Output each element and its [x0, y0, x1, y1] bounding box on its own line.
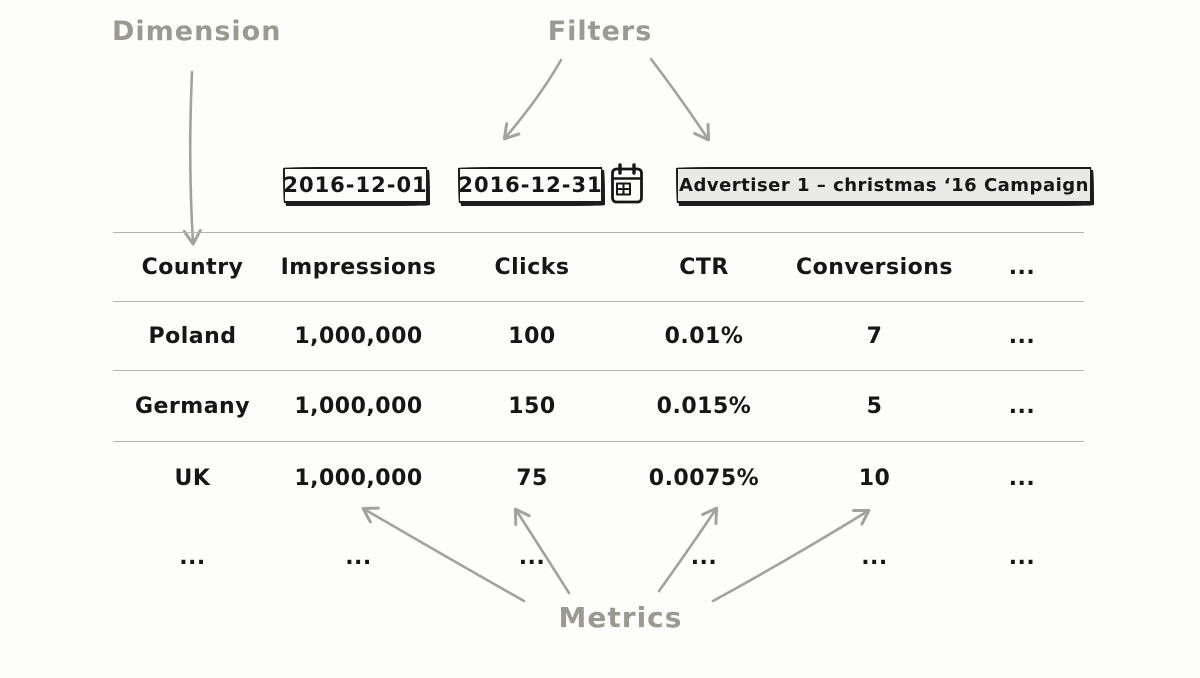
column-header-country: Country — [141, 254, 244, 280]
campaign-filter-value: Advertiser 1 – christmas ‘16 Campaign — [679, 174, 1089, 196]
cell-clicks: 150 — [508, 393, 556, 419]
filters-arrow-left — [502, 58, 563, 141]
table-header-row: Country Impressions Clicks CTR Conversio… — [113, 233, 1084, 302]
date-to-value: 2016-12-31 — [458, 173, 603, 197]
calendar-icon[interactable] — [608, 162, 646, 206]
column-header-more: ... — [1008, 254, 1036, 280]
table-row-poland: Poland 1,000,000 100 0.01% 7 ... — [113, 302, 1084, 371]
cell-ctr: 0.015% — [656, 393, 752, 419]
metrics-annotation-label: Metrics — [558, 601, 683, 634]
table-row-uk: UK 1,000,000 75 0.0075% 10 ... — [113, 442, 1084, 515]
cell-conversions: ... — [861, 545, 888, 570]
cell-ctr: 0.0075% — [648, 466, 760, 491]
cell-country: UK — [174, 466, 211, 491]
cell-conversions: 5 — [866, 393, 883, 419]
cell-clicks: 75 — [516, 466, 548, 491]
column-header-ctr: CTR — [679, 254, 729, 280]
date-from-input[interactable]: 2016-12-01 — [283, 167, 428, 203]
cell-impressions: 1,000,000 — [294, 323, 423, 349]
cell-clicks: 100 — [508, 323, 556, 349]
column-header-clicks: Clicks — [494, 254, 570, 280]
filters-arrow-right — [649, 57, 711, 142]
cell-country: Germany — [134, 393, 251, 419]
cell-country: Poland — [148, 323, 237, 349]
table-row-germany: Germany 1,000,000 150 0.015% 5 ... — [113, 371, 1084, 442]
cell-more: ... — [1008, 393, 1036, 419]
dimension-arrow — [182, 70, 202, 246]
table-row-ellipsis: ... ... ... ... ... ... — [113, 515, 1084, 600]
column-header-conversions: Conversions — [795, 254, 954, 280]
filters-annotation-label: Filters — [547, 16, 653, 47]
column-header-impressions: Impressions — [280, 254, 437, 280]
cell-country: ... — [179, 545, 206, 570]
date-to-input[interactable]: 2016-12-31 — [458, 167, 603, 203]
cell-more: ... — [1008, 545, 1036, 570]
report-table: Country Impressions Clicks CTR Conversio… — [113, 232, 1084, 600]
cell-conversions: 7 — [866, 323, 883, 349]
cell-conversions: 10 — [858, 466, 891, 491]
campaign-filter-select[interactable]: Advertiser 1 – christmas ‘16 Campaign — [676, 167, 1092, 203]
cell-impressions: 1,000,000 — [294, 466, 423, 491]
cell-ctr: ... — [690, 545, 718, 570]
cell-ctr: 0.01% — [664, 323, 744, 349]
cell-clicks: ... — [518, 545, 546, 570]
cell-impressions: 1,000,000 — [294, 393, 423, 419]
cell-impressions: ... — [345, 545, 372, 570]
cell-more: ... — [1008, 466, 1036, 491]
cell-more: ... — [1008, 323, 1036, 349]
date-from-value: 2016-12-01 — [283, 173, 428, 197]
dimension-annotation-label: Dimension — [112, 16, 282, 47]
